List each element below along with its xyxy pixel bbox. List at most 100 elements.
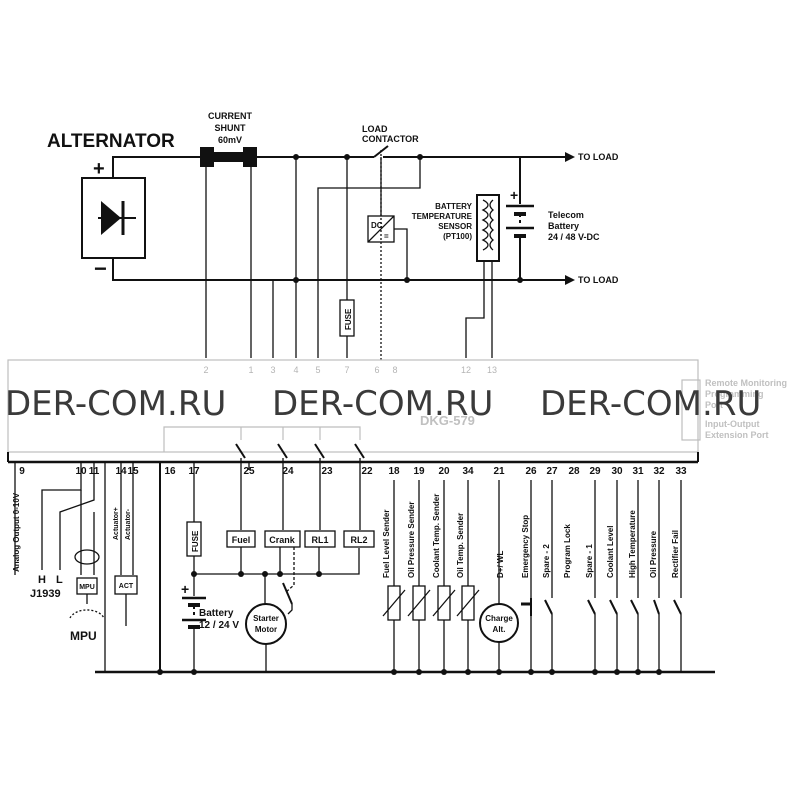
terminal-numbers: 9 10 11 14 15 16 17 25 24 23 22 18 19 20… (19, 466, 687, 477)
sensor-label-3: SENSOR (438, 222, 472, 231)
input-label: Spare - 2 (542, 544, 551, 578)
input-label: Rectifier Fail (671, 530, 680, 578)
mpu-box-label: MPU (79, 584, 95, 591)
j1939-h: H (38, 574, 46, 586)
fuse-top: FUSE (339, 299, 355, 337)
sender-label: Coolant Temp. Sender (432, 494, 441, 578)
terminal-number: 27 (546, 466, 558, 477)
sender-labels: Fuel Level Sender Oil Pressure Sender Co… (382, 494, 465, 578)
actuator-plus-label: Actuator+ (113, 507, 120, 540)
load-contactor: LOAD CONTACTOR (362, 124, 419, 360)
fuse-left-label: FUSE (191, 530, 200, 552)
battery-plus: + (181, 581, 189, 597)
telecom-battery-label-3: 24 / 48 V-DC (548, 232, 600, 242)
terminal-number: 26 (525, 466, 537, 477)
faint-port-label: Extension Port (705, 430, 769, 440)
mpu-label: MPU (70, 629, 97, 643)
terminal-number: 25 (243, 466, 255, 477)
input-switches (521, 480, 682, 672)
actuator-minus-label: Actuator- (125, 508, 132, 540)
charge-alt-label-2: Alt. (493, 625, 506, 634)
upper-terminal: 1 (248, 365, 253, 375)
charge-alternator: D+/ WL Charge Alt. (479, 480, 519, 672)
battery-circuit: FUSE + Battery 12 / 24 V (181, 462, 239, 672)
upper-terminal-row: 2 1 3 4 5 7 6 8 12 13 (203, 365, 497, 375)
diode-icon (98, 201, 136, 235)
shunt-label-2: SHUNT (215, 123, 247, 133)
current-shunt: CURRENT SHUNT 60mV (200, 111, 257, 167)
sender-label: Oil Temp. Sender (456, 513, 465, 578)
analog-output-label: Analog Output 0-10V (12, 492, 21, 572)
input-label: Coolant Level (606, 526, 615, 578)
upper-terminal: 6 (374, 365, 379, 375)
fuse-top-label: FUSE (344, 308, 353, 330)
faint-port-labels: Remote Monitoring Programming Port Input… (681, 378, 787, 441)
relay-label: Crank (269, 535, 296, 545)
dc-converter: DC = (367, 157, 408, 280)
relay-label: RL1 (311, 535, 328, 545)
input-label: Spare - 1 (585, 544, 594, 578)
relay-label: RL2 (350, 535, 367, 545)
sender-label: Oil Pressure Sender (407, 502, 416, 578)
faint-port-label: Programming (705, 389, 764, 399)
sender-label: Fuel Level Sender (382, 510, 391, 578)
actuator: Actuator+ Actuator- ACT (113, 462, 138, 626)
j1939-label: J1939 (30, 588, 61, 600)
relay-coils: Fuel Crank RL1 RL2 (226, 458, 375, 574)
relay-contacts (235, 443, 365, 459)
telecom-battery: + Telecom Battery 24 / 48 V-DC (506, 157, 600, 280)
sender-resistors (382, 480, 480, 672)
alternator-title: ALTERNATOR (47, 131, 175, 152)
telecom-battery-label-1: Telecom (548, 210, 584, 220)
controller-outline (7, 359, 699, 453)
load-contactor-label-1: LOAD (362, 124, 388, 134)
upper-terminal: 13 (487, 365, 497, 375)
telecom-battery-plus: + (510, 187, 518, 203)
to-load-arrow-top (565, 152, 575, 162)
input-label: Oil Pressure (649, 530, 658, 578)
shunt-label-1: CURRENT (208, 111, 253, 121)
terminal-number: 16 (164, 466, 176, 477)
terminal-number: 32 (653, 466, 665, 477)
upper-terminal: 3 (270, 365, 275, 375)
terminal-number: 33 (675, 466, 687, 477)
shunt-label-3: 60mV (218, 135, 242, 145)
terminal-number: 24 (282, 466, 294, 477)
j1939-l: L (56, 574, 63, 586)
upper-terminal: 5 (315, 365, 320, 375)
act-box-label: ACT (119, 583, 134, 590)
j1939-wiring: H L J1939 (30, 462, 95, 600)
faint-model: DKG-579 (420, 413, 475, 428)
sensor-label-2: TEMPERATURE (412, 212, 473, 221)
to-load-top: TO LOAD (578, 152, 619, 162)
telecom-battery-label-2: Battery (548, 221, 579, 231)
input-labels: Emergency Stop Spare - 2 Program Lock Sp… (521, 510, 680, 578)
terminal-number: 18 (388, 466, 400, 477)
upper-terminal: 2 (203, 365, 208, 375)
faint-port-label: Input-Output (705, 419, 759, 429)
terminal-number: 21 (493, 466, 505, 477)
starter-motor-label-1: Starter (253, 614, 279, 623)
upper-terminal: 4 (293, 365, 298, 375)
dc-label: DC (371, 221, 383, 230)
sensor-label-1: BATTERY (435, 202, 473, 211)
terminal-number: 23 (321, 466, 333, 477)
terminal-number: 19 (413, 466, 425, 477)
upper-terminal: 12 (461, 365, 471, 375)
alternator-plus: + (93, 158, 105, 180)
watermark-text: DER-COM.RU (540, 384, 761, 424)
battery-temperature-sensor: BATTERY TEMPERATURE SENSOR (PT100) (412, 194, 500, 358)
sensor-label-4: (PT100) (443, 232, 472, 241)
faint-port-label: Remote Monitoring (705, 378, 787, 388)
terminal-number: 20 (438, 466, 450, 477)
terminal-number: 31 (632, 466, 644, 477)
watermark-text: DER-COM.RU (5, 384, 226, 424)
to-load-bottom: TO LOAD (578, 275, 619, 285)
starter-motor: Starter Motor (245, 547, 295, 672)
starter-motor-label-2: Motor (255, 625, 277, 634)
terminal-number: 30 (611, 466, 623, 477)
terminal-number: 34 (462, 466, 474, 477)
faint-port-label: Port (705, 400, 723, 410)
load-contactor-label-2: CONTACTOR (362, 134, 419, 144)
